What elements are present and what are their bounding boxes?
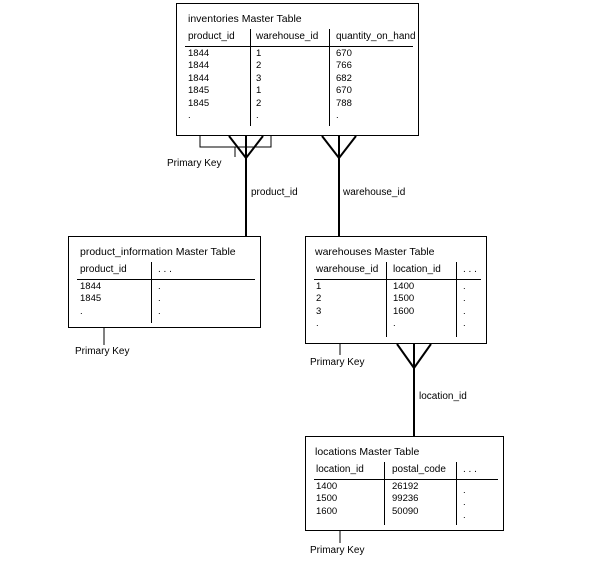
column-header: . . . xyxy=(463,464,477,475)
table-cell: . xyxy=(463,318,466,330)
relationship-warehouse-id-line xyxy=(321,135,357,236)
warehouses-column-location-id: location_id 1400 1500 1600 . xyxy=(393,263,441,331)
column-header: location_id xyxy=(393,264,441,275)
table-cell: 2 xyxy=(256,60,262,72)
locations-column-location-id: location_id 1400 1500 1600 xyxy=(316,463,364,518)
inventories-column-warehouse-id: warehouse_id 1 2 3 1 2 . xyxy=(256,30,318,122)
column-header: product_id xyxy=(188,31,235,42)
table-cell: 1844 xyxy=(188,60,210,72)
locations-column-divider-1 xyxy=(384,462,385,525)
warehouses-table-title: warehouses Master Table xyxy=(315,246,435,258)
table-cell: 1 xyxy=(316,281,322,292)
locations-table-title: locations Master Table xyxy=(315,446,420,458)
table-cell: . xyxy=(463,305,466,317)
inventories-column-divider-2 xyxy=(329,29,330,126)
product-information-master-table: product_information Master Table product… xyxy=(68,236,261,328)
table-cell: . xyxy=(336,109,339,121)
table-cell: 788 xyxy=(336,97,352,109)
column-header: warehouse_id xyxy=(256,31,319,42)
inventories-column-product-id: product_id 1844 1844 1844 1845 1845 . xyxy=(188,30,235,122)
table-cell: . xyxy=(393,318,396,330)
inventories-master-table: inventories Master Table product_id 1844… xyxy=(176,3,419,136)
table-cell: 1845 xyxy=(80,293,102,305)
table-cell: 50090 xyxy=(392,505,419,517)
warehouses-primary-key-label: Primary Key xyxy=(310,357,365,368)
warehouses-column-divider-1 xyxy=(386,262,387,337)
warehouses-column-warehouse-id: warehouse_id 1 2 3 . xyxy=(316,263,378,331)
product-information-column-product-id: product_id 1844 1845 . xyxy=(80,263,127,318)
relationship-label-product-id: product_id xyxy=(251,187,298,198)
table-cell: 2 xyxy=(316,293,322,305)
table-cell: . xyxy=(463,485,466,496)
table-cell: 1844 xyxy=(80,281,102,292)
product-information-primary-key-label: Primary Key xyxy=(75,346,130,357)
table-cell: . xyxy=(158,293,161,305)
table-cell: 3 xyxy=(256,72,262,84)
warehouses-column-divider-2 xyxy=(456,262,457,337)
table-cell: 1 xyxy=(256,48,262,59)
locations-primary-key-label: Primary Key xyxy=(310,545,365,556)
table-cell: 1500 xyxy=(316,493,338,505)
warehouses-header-rule xyxy=(314,279,481,280)
table-cell: . xyxy=(316,318,319,330)
table-cell: 670 xyxy=(336,48,352,59)
inventories-primary-key-bracket xyxy=(199,125,272,157)
inventories-primary-key-label: Primary Key xyxy=(167,158,222,169)
table-cell: 1600 xyxy=(393,305,415,317)
locations-header-rule xyxy=(314,479,498,480)
relationship-location-id-line xyxy=(396,343,432,436)
table-cell: . xyxy=(463,293,466,305)
table-cell: 2 xyxy=(256,97,262,109)
table-cell: 670 xyxy=(336,85,352,97)
product-information-table-title: product_information Master Table xyxy=(80,246,236,258)
column-header: product_id xyxy=(80,264,127,275)
table-cell: 1844 xyxy=(188,48,210,59)
table-cell: 26192 xyxy=(392,481,419,492)
column-header: postal_code xyxy=(392,464,446,475)
table-cell: . xyxy=(158,281,161,292)
inventories-table-title: inventories Master Table xyxy=(188,13,302,25)
table-cell: . xyxy=(158,305,161,317)
table-cell: 99236 xyxy=(392,493,419,505)
table-cell: 1400 xyxy=(316,481,338,492)
relationship-label-location-id: location_id xyxy=(419,391,467,402)
column-header: quantity_on_hand xyxy=(336,31,416,42)
table-cell: 1 xyxy=(256,85,262,97)
table-cell: . xyxy=(463,497,466,509)
product-information-column-divider xyxy=(151,262,152,323)
inventories-header-rule xyxy=(185,46,413,47)
column-header: . . . xyxy=(463,264,477,275)
table-cell: 1400 xyxy=(393,281,415,292)
product-information-header-rule xyxy=(77,279,255,280)
table-cell: 1845 xyxy=(188,97,210,109)
column-header: location_id xyxy=(316,464,364,475)
table-cell: 1844 xyxy=(188,72,210,84)
inventories-column-divider-1 xyxy=(250,29,251,126)
table-cell: 1600 xyxy=(316,505,338,517)
locations-column-divider-2 xyxy=(456,462,457,525)
column-header: warehouse_id xyxy=(316,264,379,275)
table-cell: 766 xyxy=(336,60,352,72)
warehouses-column-more: . . . . . . . xyxy=(463,263,477,331)
warehouses-master-table: warehouses Master Table warehouse_id 1 2… xyxy=(305,236,487,344)
relationship-product-id-line xyxy=(228,135,264,236)
table-cell: . xyxy=(80,305,83,317)
table-cell: . xyxy=(188,109,191,121)
table-cell: 1500 xyxy=(393,293,415,305)
product-information-column-more: . . . . . . xyxy=(158,263,172,318)
table-cell: . xyxy=(463,509,466,521)
table-cell: 1845 xyxy=(188,85,210,97)
column-header: . . . xyxy=(158,264,172,275)
table-cell: . xyxy=(256,109,259,121)
locations-column-more: . . . . . . xyxy=(463,463,477,522)
inventories-column-quantity-on-hand: quantity_on_hand 670 766 682 670 788 . xyxy=(336,30,416,122)
relationship-label-warehouse-id: warehouse_id xyxy=(343,187,406,198)
table-cell: 3 xyxy=(316,305,322,317)
table-cell: 682 xyxy=(336,72,352,84)
locations-master-table: locations Master Table location_id 1400 … xyxy=(305,436,504,531)
locations-column-postal-code: postal_code 26192 99236 50090 xyxy=(392,463,446,518)
table-cell: . xyxy=(463,281,466,292)
